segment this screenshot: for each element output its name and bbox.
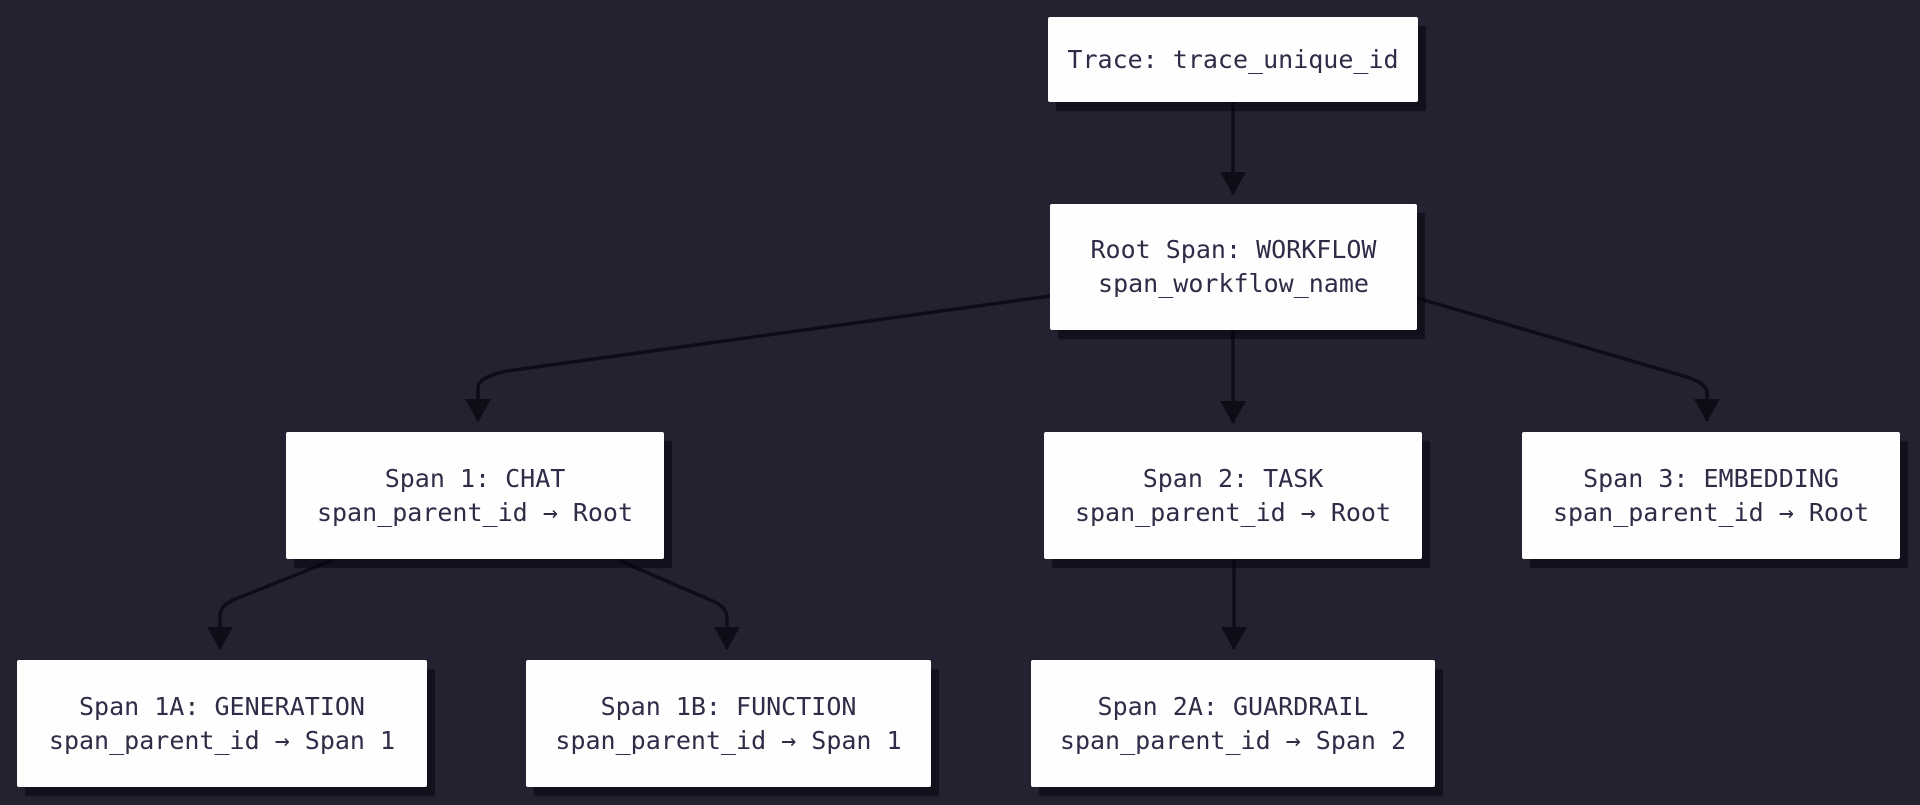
node-span-1b-title: Span 1B: FUNCTION	[600, 691, 857, 721]
edge-root-span1	[465, 294, 1051, 422]
node-span-2: Span 2: TASK span_parent_id → Root	[1044, 432, 1422, 559]
node-span-2a-title: Span 2A: GUARDRAIL	[1097, 691, 1369, 721]
node-span-1a: Span 1A: GENERATION span_parent_id → Spa…	[17, 660, 427, 787]
edge-root-span3	[1416, 296, 1720, 422]
node-span-3-subtitle: span_parent_id → Root	[1552, 497, 1870, 527]
node-span-3: Span 3: EMBEDDING span_parent_id → Root	[1522, 432, 1900, 559]
node-root-span: Root Span: WORKFLOW span_workflow_name	[1050, 204, 1417, 330]
node-root-span-title: Root Span: WORKFLOW	[1090, 235, 1377, 264]
node-span-1b-subtitle: span_parent_id → Span 1	[555, 725, 902, 755]
node-span-1a-subtitle: span_parent_id → Span 1	[48, 725, 396, 755]
edge-span1-span1b	[617, 558, 740, 650]
node-span-2a-subtitle: span_parent_id → Span 2	[1059, 725, 1407, 755]
node-root-span-subtitle: span_workflow_name	[1098, 269, 1369, 298]
node-span-2-subtitle: span_parent_id → Root	[1074, 497, 1392, 527]
node-span-2a: Span 2A: GUARDRAIL span_parent_id → Span…	[1031, 660, 1435, 787]
node-span-1a-title: Span 1A: GENERATION	[79, 691, 365, 721]
node-span-2-title: Span 2: TASK	[1142, 463, 1324, 493]
node-span-3-title: Span 3: EMBEDDING	[1583, 463, 1839, 493]
node-span-1: Span 1: CHAT span_parent_id → Root	[286, 432, 664, 559]
edge-span1-span1a	[207, 558, 334, 650]
node-span-1b: Span 1B: FUNCTION span_parent_id → Span …	[526, 660, 931, 787]
node-span-1-title: Span 1: CHAT	[384, 463, 566, 493]
node-trace: Trace: trace_unique_id	[1048, 17, 1418, 102]
node-trace-label: Trace: trace_unique_id	[1067, 44, 1399, 74]
node-span-1-subtitle: span_parent_id → Root	[316, 497, 634, 527]
